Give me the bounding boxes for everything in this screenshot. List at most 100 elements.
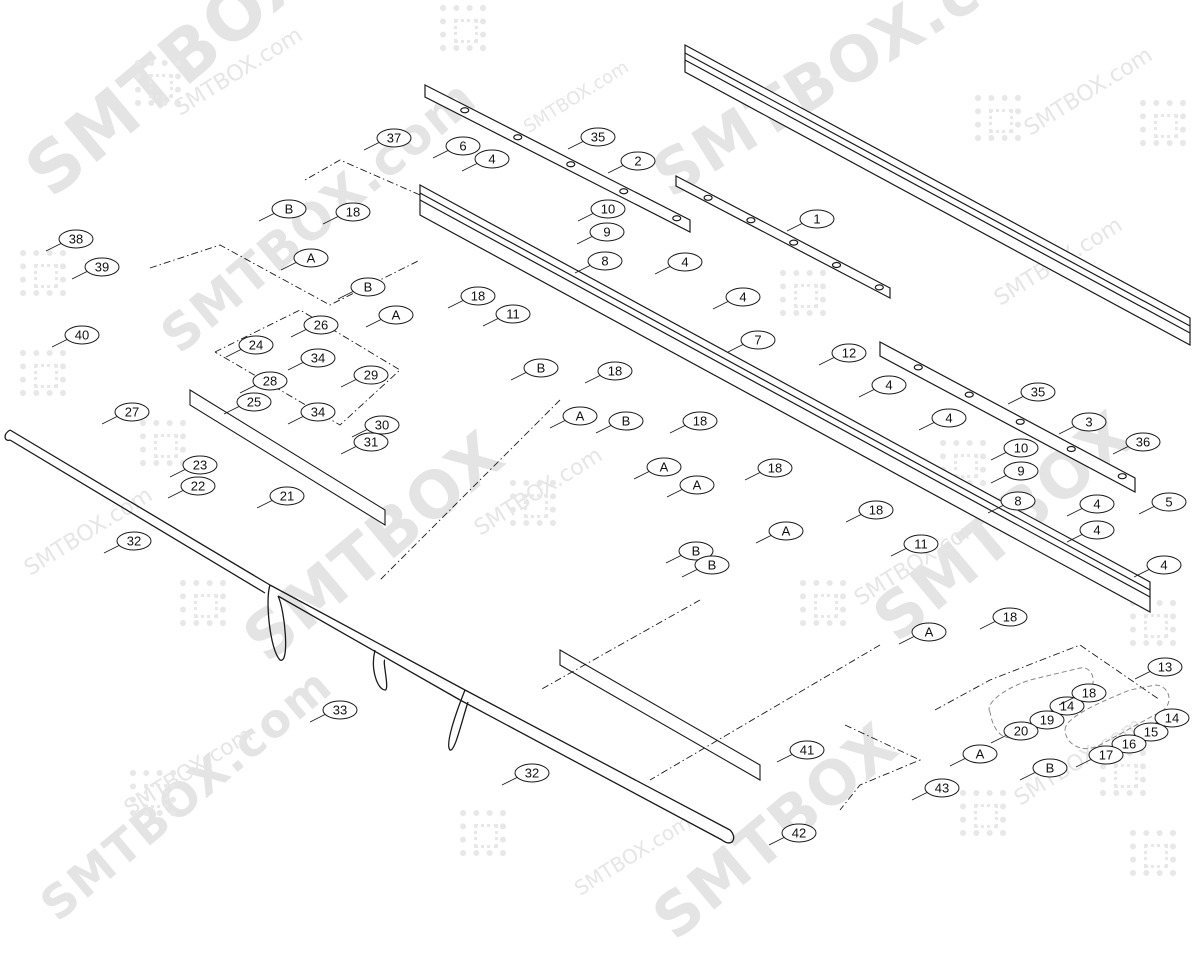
callout-22: 22 [167,476,216,499]
callout-text: 4 [885,378,892,393]
callout-text: 8 [1014,494,1021,509]
callout-bubble [831,343,867,363]
callout-4: 4 [858,375,907,398]
callout-bubble [1003,461,1039,481]
callout-text: 24 [249,338,263,353]
callout-leader [363,141,381,151]
callout-leader [786,222,804,232]
callout-bubble [293,248,329,268]
callout-bubble [580,127,616,147]
callout-leader [510,371,528,381]
rail-edge-line [684,52,1191,327]
callout-leader [577,212,595,222]
callout-leader [1134,670,1152,680]
callout-bubble [781,823,817,843]
callout-bubble [460,286,496,306]
callout-leader [71,270,89,280]
callout-text: 33 [333,703,347,718]
callout-text: 37 [387,131,401,146]
callout-text: 23 [193,458,207,473]
wire-parts [4,429,735,844]
callout-bubble [646,457,682,477]
callout-leader [1138,505,1156,515]
callout-bubble [58,229,94,249]
callout-bubble [590,199,626,219]
frame-parts [419,43,1191,614]
callout-leader [351,428,369,438]
callout-9: 9 [576,222,625,245]
callout-bubble [271,199,307,219]
callout-leader [574,264,592,274]
callout-leader [309,713,327,723]
callout-bubble [1020,382,1056,402]
callout-text: B [537,361,546,376]
callout-leader [576,235,594,245]
callout-text: 12 [842,346,856,361]
wire-33 [267,584,466,701]
callout-bubble [378,305,414,325]
callout-text: A [976,747,985,762]
callout-text: 4 [1093,523,1100,538]
callout-bubble [1071,683,1107,703]
callout-bubble [353,432,389,452]
mounting-hole-icon [460,107,470,114]
callout-text: 11 [506,307,520,322]
callout-leader [432,149,450,159]
callout-bubble [1003,721,1039,741]
mounting-hole-icon [1117,473,1127,480]
callout-B: B [510,358,559,381]
mounting-hole-icon [672,215,682,222]
callout-text: 25 [247,395,261,410]
mounting-hole-icon [703,194,713,201]
callout-leader [337,290,355,300]
callout-8: 8 [574,251,623,274]
callout-36: 36 [1112,432,1161,455]
plate-lower [559,649,761,781]
callout-leader [768,836,786,846]
callout-43: 43 [911,778,960,801]
callout-text: 28 [263,374,277,389]
callout-leader [482,317,500,327]
callout-32: 32 [501,763,550,786]
callout-leader [340,445,358,455]
callout-A: A [949,744,998,767]
callout-bubble [740,330,776,350]
callout-leader [1007,395,1025,405]
callout-text: 14 [1060,699,1074,714]
callout-text: B [285,202,294,217]
callout-bubble [495,304,531,324]
callout-leader [290,328,308,338]
callout-bubble [589,222,625,242]
callout-leader [633,470,651,480]
callout-bubble [303,315,339,335]
callout-leader [669,424,687,434]
callout-leader [287,361,305,371]
callout-bubble [694,555,730,575]
callout-bubble [962,744,998,764]
callout-38: 38 [45,229,94,252]
side-rail-2 [424,84,691,233]
callout-text: 10 [1014,441,1028,456]
group-B [1064,684,1170,750]
callout-40: 40 [51,325,100,348]
callout-text: 31 [364,435,378,450]
callout-text: 39 [95,260,109,275]
callout-11: 11 [890,534,939,557]
callout-text: 41 [800,743,814,758]
callout-leader [1058,425,1076,435]
callout-leader [225,348,243,358]
callout-leader [666,488,684,498]
callout-18: 18 [322,202,371,225]
callout-bubble [445,136,481,156]
callout-A: A [633,457,682,480]
callout-4: 4 [1133,555,1182,578]
callout-bubble [871,375,907,395]
callout-text: 18 [869,503,883,518]
callout-bubble [1049,696,1085,716]
callout-text: 8 [601,254,608,269]
callout-A: A [365,305,414,328]
callout-23: 23 [169,455,218,478]
callout-text: 9 [1017,464,1024,479]
callout-10: 10 [990,438,1039,461]
callout-20: 20 [990,721,1039,744]
